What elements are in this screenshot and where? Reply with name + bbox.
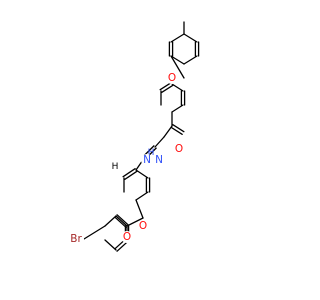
atom-n-amide: N: [153, 154, 165, 166]
atom-label-n-imine: N: [143, 154, 151, 166]
atom-br: Br: [68, 231, 84, 247]
structure-diagram: O O N H N H O O Br: [68, 21, 200, 252]
double-bond: [122, 168, 136, 178]
atom-o-ether: O: [166, 72, 178, 84]
single-bond: [171, 104, 184, 113]
single-bond: [154, 136, 165, 148]
single-bond: [83, 225, 106, 240]
double-bond: [172, 124, 185, 133]
single-bond: [135, 169, 149, 179]
single-bond: [115, 215, 128, 227]
single-bond: [135, 199, 144, 219]
single-bond: [104, 215, 117, 227]
atom-o-amide: O: [173, 143, 185, 155]
single-bond: [170, 55, 185, 65]
atom-n-imine: N: [141, 154, 153, 166]
atom-label-n-amide: N: [155, 154, 163, 166]
single-bond: [183, 33, 198, 43]
double-bond: [170, 126, 183, 135]
single-bond: [126, 217, 144, 227]
single-bond: [135, 191, 149, 201]
single-bond: [170, 55, 185, 79]
atom-label-h-amide: H: [148, 148, 155, 158]
double-bond: [124, 170, 138, 180]
atom-label-o-carbonyl: O: [123, 231, 131, 243]
atom-label-o-ester: O: [139, 220, 147, 232]
double-bond: [161, 84, 174, 93]
single-bond: [171, 83, 184, 92]
atom-label-o-amide: O: [175, 143, 183, 155]
single-bond: [163, 125, 173, 138]
double-bond: [114, 216, 127, 228]
atom-o-carbonyl: O: [121, 231, 133, 243]
atom-label-h-imine: H: [112, 162, 119, 172]
atom-label-br: Br: [70, 233, 82, 245]
atom-h-amide: H: [148, 148, 155, 158]
double-bond: [116, 214, 129, 226]
atom-o-ester: O: [137, 220, 149, 232]
single-bond: [170, 33, 185, 43]
double-bond: [159, 82, 172, 91]
atom-label-o-ether: O: [168, 72, 176, 84]
single-bond: [183, 55, 198, 65]
atom-h-imine: H: [112, 162, 119, 172]
single-bond: [104, 239, 117, 251]
molecule-drawing: O O N H N H O O Br: [68, 21, 200, 252]
